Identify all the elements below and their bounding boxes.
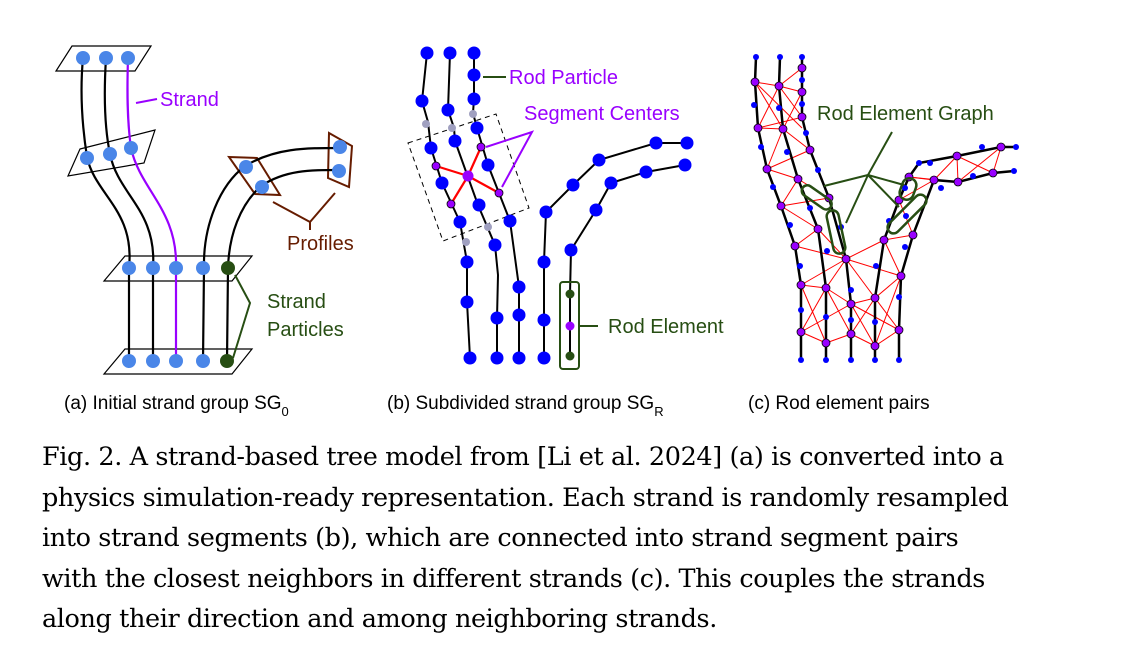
subcaption-b: (b) Subdivided strand group SGR	[387, 393, 664, 419]
segment-centers	[431, 142, 504, 209]
panel-b: Rod Particle Segment Centers Rod Element	[407, 46, 724, 370]
strand-particle-highlight-1	[221, 261, 235, 275]
strand-particles	[76, 51, 347, 368]
caption-line: into strand segments (b), which are conn…	[42, 523, 959, 553]
rod-element-box	[559, 281, 580, 370]
branch-profile-1	[227, 155, 282, 197]
strand-particles-leader	[232, 274, 252, 359]
branch-strand-1	[244, 146, 341, 167]
graph-leaders	[823, 131, 905, 224]
panel-a: Strand Profiles Strand Particles	[54, 45, 354, 375]
caption-line: along their direction and among neighbor…	[42, 604, 717, 634]
profile-plane-top	[54, 45, 153, 72]
profile-plane-mid	[102, 255, 254, 282]
subcaption-c: (c) Rod element pairs	[748, 393, 930, 414]
label-strand-particles-2: Particles	[267, 319, 344, 341]
highlighted-pairs	[800, 176, 928, 255]
label-strand-particles-1: Strand	[267, 291, 326, 313]
branch-strand-2	[260, 168, 340, 187]
rod-strand-1	[420, 52, 471, 359]
figure-caption: Fig. 2. A strand-based tree model from […	[42, 437, 1042, 640]
profile-plane-bottom	[102, 348, 254, 375]
strand-leader	[135, 98, 158, 104]
rod-strand-4	[543, 142, 687, 358]
label-rod-particle: Rod Particle	[509, 67, 618, 89]
label-segment-centers: Segment Centers	[524, 103, 680, 125]
caption-line: Fig. 2. A strand-based tree model from […	[42, 442, 1004, 472]
strand-particle-highlight-2	[220, 354, 234, 368]
figure-2: Strand Profiles Strand Particles	[54, 45, 1019, 419]
rod-particles-c	[751, 54, 1019, 363]
caption-line: physics simulation-ready representation.…	[42, 482, 1009, 513]
segment-centers-c	[750, 63, 1006, 351]
label-strand: Strand	[160, 89, 219, 111]
label-profiles: Profiles	[287, 233, 354, 255]
label-rod-element: Rod Element	[608, 316, 724, 338]
rod-element-center	[565, 321, 575, 331]
rod-element-end-1	[565, 289, 575, 299]
subcaption-a: (a) Initial strand group SG0	[64, 393, 289, 419]
label-rod-element-graph: Rod Element Graph	[817, 103, 994, 125]
panel-c: Rod Element Graph	[750, 54, 1019, 363]
detail-box	[407, 113, 530, 242]
caption-line: with the closest neighbors in different …	[42, 563, 985, 594]
rod-element-end-2	[565, 351, 575, 361]
segment-centers-leader	[485, 130, 535, 188]
aux-particles	[422, 110, 492, 246]
rod-particles	[415, 46, 694, 365]
profiles-leader	[272, 192, 336, 224]
